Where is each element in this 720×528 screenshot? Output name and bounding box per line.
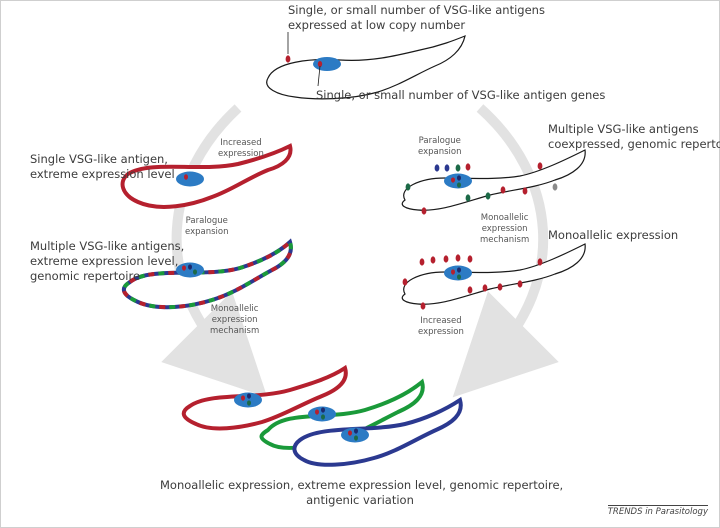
- red-single-antigen-cell: [120, 143, 293, 209]
- label-line: extreme expression level: [30, 167, 175, 181]
- bottom-green-cell: [259, 378, 425, 450]
- coexpressed-antigens-cell: [401, 149, 586, 215]
- step-increased-left: Increased expression: [218, 138, 264, 160]
- step-line: expression: [211, 315, 258, 325]
- step-line: expression: [481, 224, 528, 234]
- striped-multi-antigen-cell: [121, 238, 293, 310]
- step-line: Increased: [420, 316, 462, 326]
- step-line: expansion: [418, 147, 462, 157]
- label-line: Multiple VSG-like antigens: [548, 122, 699, 136]
- step-paralogue-left: Paralogue expansion: [185, 216, 228, 238]
- label-line: extreme expression level,: [30, 254, 179, 268]
- right-cycle-arrow: [452, 104, 559, 398]
- label-line: antigenic variation: [306, 493, 414, 507]
- label-line: expressed at low copy number: [288, 18, 466, 32]
- label-bottom: Monoallelic expression, extreme expressi…: [160, 478, 564, 508]
- bottom-red-cell: [181, 364, 348, 431]
- label-line: Multiple VSG-like antigens,: [30, 239, 185, 253]
- label-monoallelic-right: Monoallelic expression: [548, 228, 679, 242]
- label-line: genomic repertoire: [30, 269, 141, 283]
- label-line: coexpressed, genomic repertoire: [548, 137, 720, 151]
- label-line: Single VSG-like antigen,: [30, 152, 168, 166]
- step-paralogue-right: Paralogue expansion: [418, 136, 461, 158]
- label-multiple-extreme: Multiple VSG-like antigens, extreme expr…: [30, 239, 184, 284]
- step-line: Monoallelic: [210, 304, 259, 314]
- step-line: expression: [418, 327, 464, 337]
- step-line: Paralogue: [185, 216, 228, 226]
- label-multiple-coexpressed: Multiple VSG-like antigens coexpressed, …: [548, 122, 720, 152]
- step-line: mechanism: [210, 326, 260, 336]
- step-line: Monoallelic: [480, 213, 529, 223]
- step-increased-right: Increased expression: [418, 316, 464, 338]
- label-top-genes: Single, or small number of VSG-like anti…: [316, 88, 606, 102]
- step-monoallelic-left: Monoallelic expression mechanism: [210, 304, 259, 337]
- step-line: Increased: [220, 138, 262, 148]
- bottom-blue-cell: [292, 396, 463, 467]
- step-line: expansion: [185, 227, 229, 237]
- step-monoallelic-right: Monoallelic expression mechanism: [480, 213, 529, 246]
- label-line: Monoallelic expression, extreme expressi…: [160, 478, 564, 492]
- label-line: Single, or small number of VSG-like anti…: [288, 3, 545, 17]
- label-single-extreme: Single VSG-like antigen, extreme express…: [30, 152, 175, 182]
- journal-footer: TRENDS in Parasitology: [607, 505, 708, 517]
- label-top-antigens: Single, or small number of VSG-like anti…: [288, 3, 545, 33]
- step-line: Paralogue: [418, 136, 461, 146]
- step-line: mechanism: [480, 235, 530, 245]
- step-line: expression: [218, 149, 264, 159]
- monoallelic-cell: [401, 243, 586, 310]
- left-cycle-arrow: [161, 104, 268, 398]
